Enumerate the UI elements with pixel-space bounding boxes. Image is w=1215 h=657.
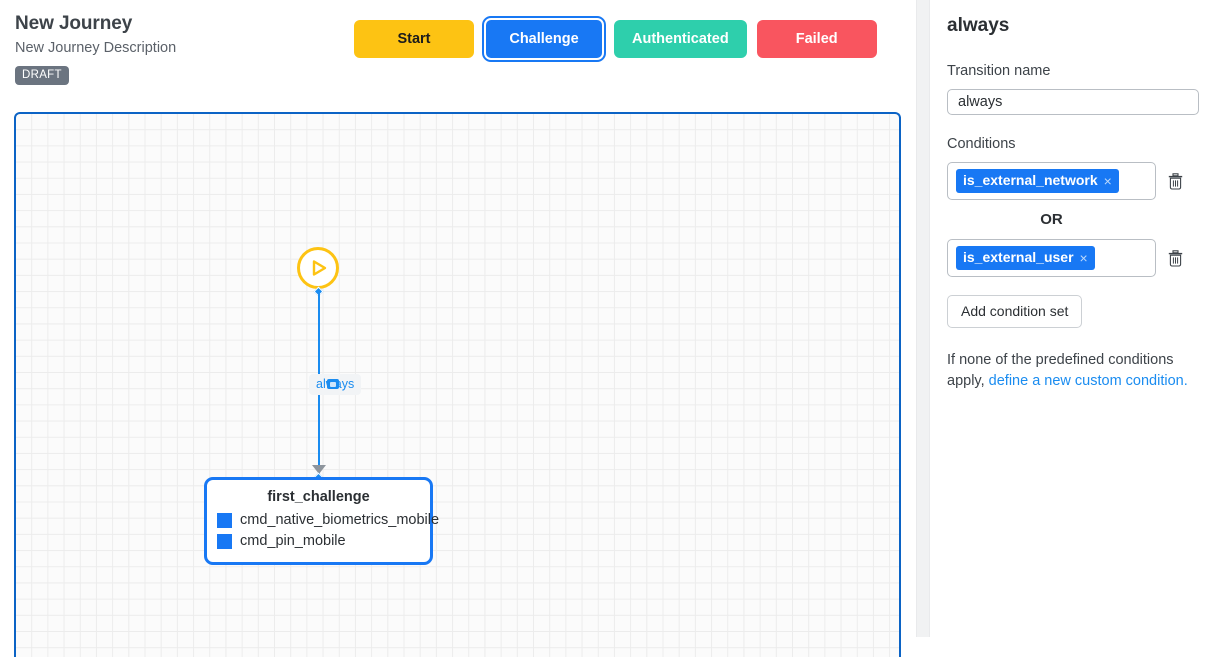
- play-icon: [307, 257, 329, 279]
- trash-icon[interactable]: [1166, 171, 1184, 191]
- flow-canvas[interactable]: always first_challenge cmd_native_biomet…: [14, 112, 901, 657]
- state-button-start[interactable]: Start: [354, 20, 474, 58]
- flow-node-start[interactable]: [297, 247, 339, 289]
- state-button-group: Start Challenge Authenticated Failed: [354, 16, 877, 62]
- state-button-failed[interactable]: Failed: [756, 20, 877, 58]
- list-item-label: cmd_native_biometrics_mobile: [240, 512, 440, 528]
- state-button-authenticated[interactable]: Authenticated: [614, 20, 747, 58]
- color-swatch-icon: [217, 513, 232, 528]
- list-item[interactable]: cmd_native_biometrics_mobile: [217, 510, 439, 531]
- add-condition-set-button[interactable]: Add condition set: [947, 295, 1083, 328]
- helper-text-prefix: If none of the predefined conditions app…: [947, 352, 1174, 389]
- page-description: New Journey Description: [15, 40, 177, 56]
- condition-chip-label: is_external_user: [963, 249, 1074, 265]
- helper-text: If none of the predefined conditions app…: [947, 350, 1192, 392]
- condition-chip[interactable]: is_external_user ×: [956, 246, 1095, 270]
- condition-chip[interactable]: is_external_network ×: [956, 169, 1119, 193]
- editor-main: New Journey New Journey Description DRAF…: [14, 12, 901, 657]
- edge-condition-icon[interactable]: [327, 379, 339, 389]
- transition-details-panel: always Transition name Conditions is_ext…: [931, 0, 1215, 637]
- trash-icon[interactable]: [1166, 248, 1184, 268]
- condition-set-input[interactable]: is_external_network ×: [947, 162, 1156, 200]
- close-icon[interactable]: ×: [1103, 172, 1112, 189]
- flow-node-first-challenge[interactable]: first_challenge cmd_native_biometrics_mo…: [204, 477, 439, 565]
- condition-set-input[interactable]: is_external_user ×: [947, 239, 1156, 277]
- journey-header: New Journey New Journey Description DRAF…: [15, 12, 345, 85]
- flow-node-title: first_challenge: [267, 489, 370, 505]
- conditions-label: Conditions: [947, 136, 1016, 152]
- close-icon[interactable]: ×: [1079, 249, 1088, 266]
- page-title: New Journey: [15, 13, 133, 34]
- panel-title: always: [947, 15, 1010, 36]
- condition-chip-label: is_external_network: [963, 172, 1098, 188]
- list-item-label: cmd_pin_mobile: [240, 533, 346, 549]
- transition-name-label: Transition name: [947, 63, 1051, 79]
- journey-editor: New Journey New Journey Description DRAF…: [14, 0, 1215, 657]
- condition-set-row: is_external_network ×: [947, 162, 1199, 200]
- condition-set-row: is_external_user ×: [947, 239, 1199, 277]
- or-separator: OR: [1040, 211, 1063, 228]
- color-swatch-icon: [217, 534, 232, 549]
- list-item[interactable]: cmd_pin_mobile: [217, 531, 420, 552]
- flow-graph: always first_challenge cmd_native_biomet…: [16, 114, 899, 657]
- edge-arrowhead: [312, 465, 326, 474]
- custom-condition-link[interactable]: define a new custom condition.: [988, 373, 1188, 389]
- status-badge: DRAFT: [15, 66, 69, 85]
- panel-divider: [916, 0, 930, 637]
- state-button-challenge[interactable]: Challenge: [482, 16, 606, 62]
- transition-name-input[interactable]: [947, 89, 1199, 115]
